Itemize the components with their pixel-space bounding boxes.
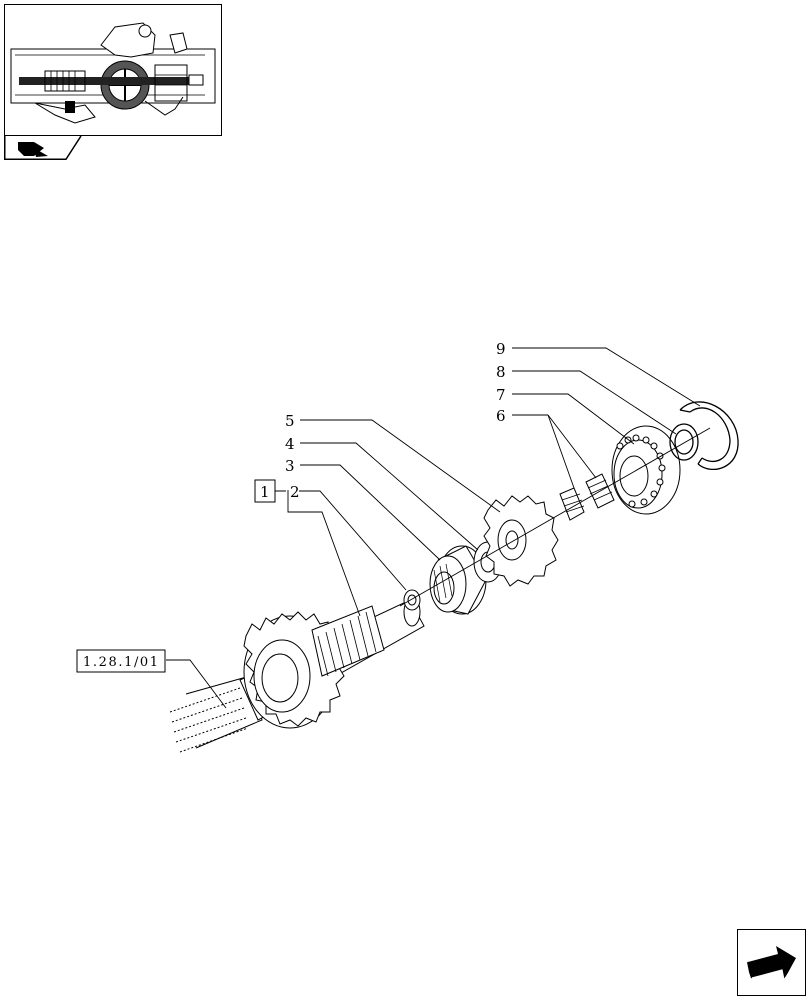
callout-8: 8 [496, 363, 506, 381]
part-6-needle-cage [559, 473, 615, 521]
next-page-arrow-icon [747, 946, 796, 982]
part-7-bearing [611, 425, 681, 515]
callout-7: 7 [496, 386, 506, 404]
assembly-thumbnail-icon [10, 22, 216, 124]
callout-5: 5 [285, 412, 295, 430]
part-8-snap-ring [669, 423, 699, 461]
reference-label: 1.28.1/01 [83, 655, 160, 670]
previous-section-icon [4, 135, 82, 160]
callout-3: 3 [285, 457, 295, 475]
callout-6: 6 [496, 407, 506, 425]
assembly-thumbnail[interactable] [4, 4, 222, 136]
callout-1: 1 [260, 483, 270, 501]
leader-lines [166, 347, 711, 709]
part-5-gear [483, 495, 559, 587]
part-2-ring [403, 589, 421, 611]
next-page-button[interactable] [737, 929, 806, 996]
callout-4: 4 [285, 435, 295, 453]
section-tab[interactable] [4, 135, 82, 160]
reference-box[interactable] [76, 649, 166, 673]
input-shaft [169, 597, 425, 753]
callout-9: 9 [496, 340, 506, 358]
callout-2: 2 [290, 483, 300, 501]
part-9-circlip [679, 401, 739, 470]
